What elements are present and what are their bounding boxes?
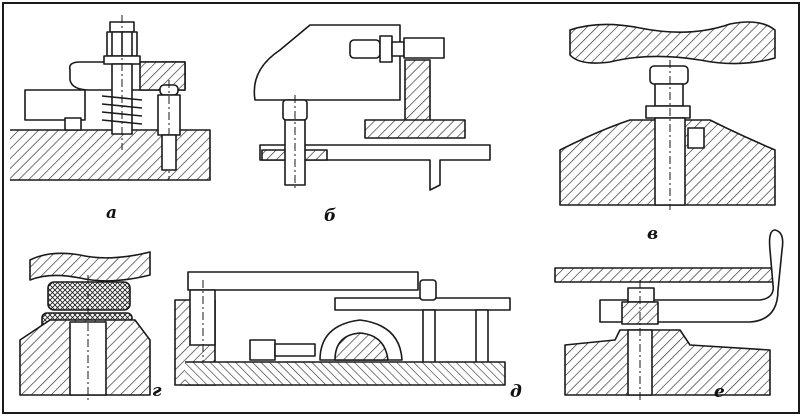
panel-e-drawing <box>554 229 784 400</box>
panel-v-drawing <box>559 21 776 210</box>
label-a: а <box>106 203 118 223</box>
label-g: г <box>152 381 162 401</box>
panel-a-drawing <box>10 15 211 181</box>
label-e: е <box>714 382 725 402</box>
label-d: д <box>510 382 522 402</box>
panel-b-drawing <box>253 24 491 191</box>
panel-g-drawing <box>19 251 151 400</box>
panel-d-drawing <box>174 271 511 386</box>
label-v: в <box>647 224 659 244</box>
label-b: б <box>324 206 337 226</box>
